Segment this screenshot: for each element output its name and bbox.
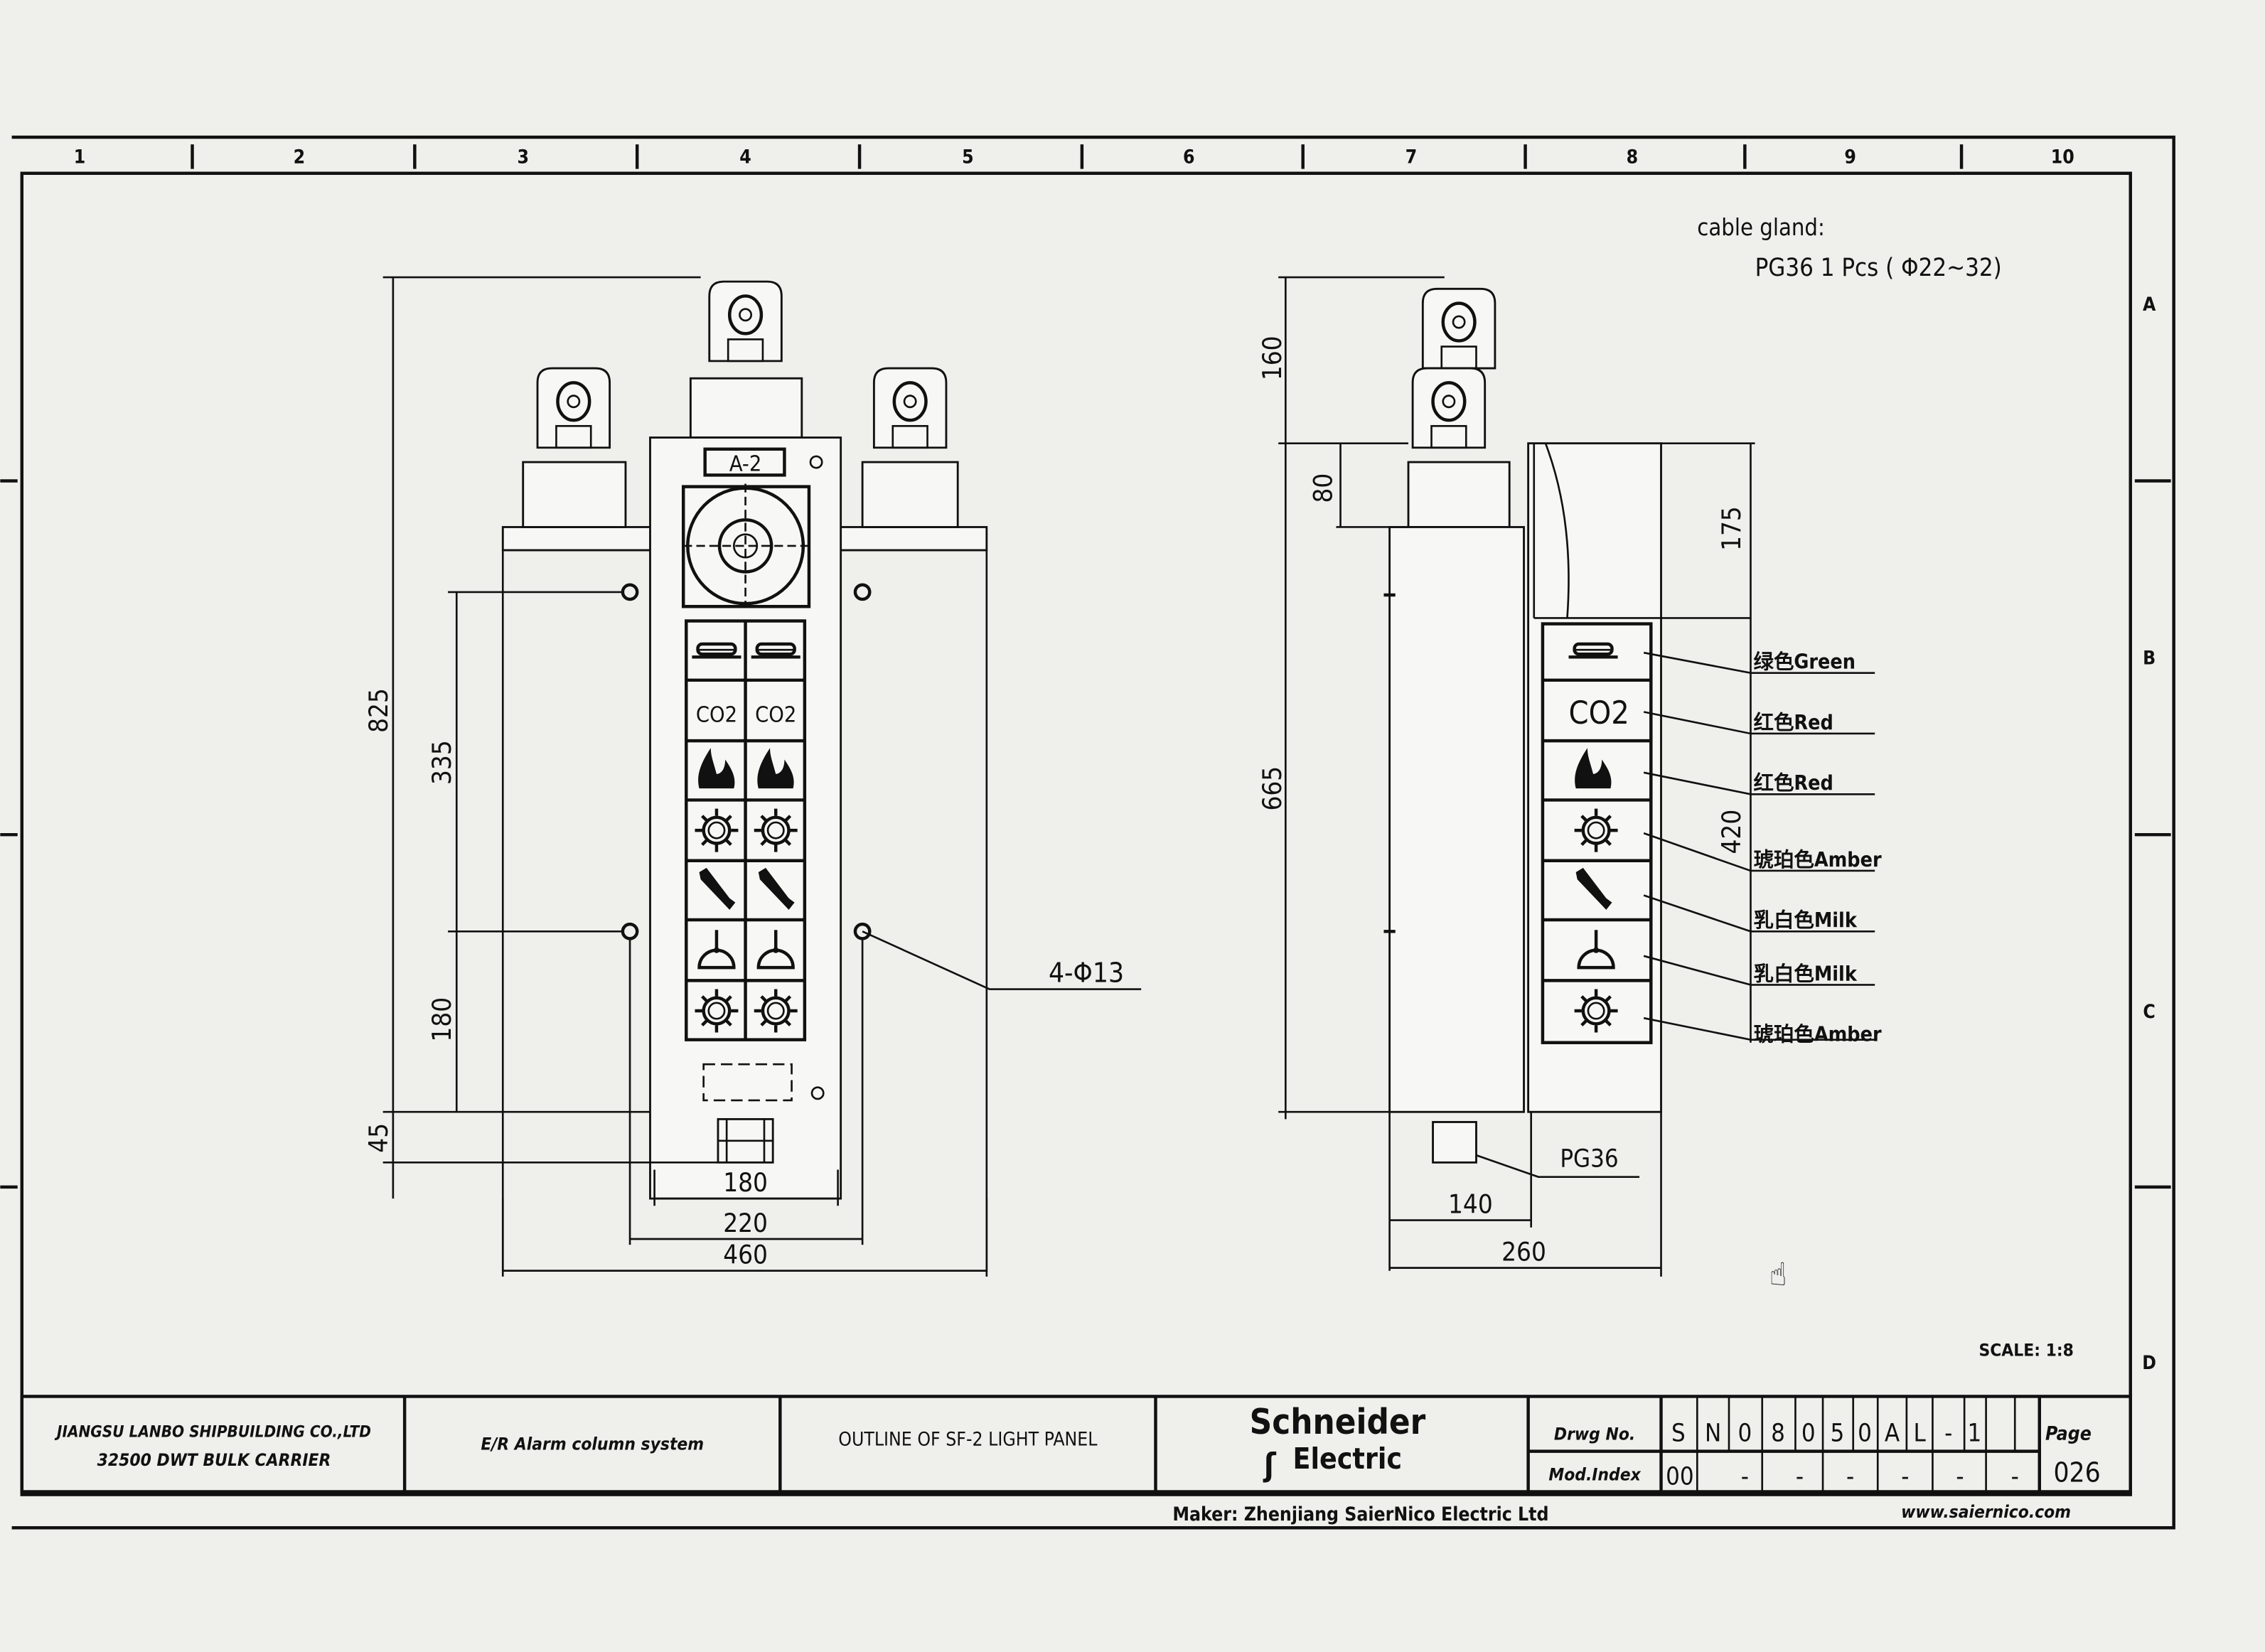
logo-glyph-icon: ʃ (1263, 1447, 1277, 1484)
gland-label: PG36 (1560, 1144, 1618, 1173)
col-3: 3 (517, 146, 529, 168)
maker: Maker: Zhenjiang SaierNico Electric Ltd (1172, 1503, 1548, 1525)
row-d: D (2142, 1352, 2156, 1374)
color-label-4: 琥珀色Amber (1754, 848, 1882, 871)
col-7: 7 (1405, 146, 1418, 168)
indicator-grid-front: CO2 CO2 (685, 619, 807, 1041)
website: www.saiernico.com (1901, 1501, 2071, 1522)
color-label-3: 红色Red (1754, 771, 1833, 795)
dim-160: 160 (1257, 336, 1287, 380)
drwg-no-label: Drwg No. (1554, 1423, 1635, 1444)
drwg-char: A (1885, 1419, 1900, 1447)
drwg-char: 8 (1771, 1419, 1785, 1447)
col-1: 1 (74, 146, 86, 168)
drwg-char: L (1914, 1419, 1927, 1447)
drwg-char: 1 (1967, 1419, 1981, 1447)
color-label-1: 绿色Green (1754, 650, 1856, 674)
side-view: CO2 160 80 665 175 420 140 260 PG36 绿色Gr… (1257, 276, 1882, 1277)
color-label-6: 乳白色Milk (1754, 962, 1858, 985)
color-label-5: 乳白色Milk (1754, 908, 1858, 932)
dim-335: 335 (427, 740, 457, 785)
row-a: A (2143, 294, 2156, 316)
hand-cursor-icon: ☝ (1769, 1256, 1787, 1293)
col-9: 9 (1844, 146, 1856, 168)
panel-tag: A-2 (729, 451, 761, 476)
vessel: 32500 DWT BULK CARRIER (97, 1449, 331, 1470)
color-label-7: 琥珀色Amber (1754, 1023, 1882, 1046)
drwg-char: 0 (1858, 1419, 1872, 1447)
shipyard: JIANGSU LANBO SHIPBUILDING CO.,LTD (54, 1422, 371, 1441)
col-10: 10 (2051, 146, 2074, 168)
system-name: E/R Alarm column system (481, 1434, 704, 1454)
indicator-color-labels: 绿色Green 红色Red 红色Red 琥珀色Amber 乳白色Milk 乳白色… (1754, 650, 1882, 1046)
logo-line-1: Schneider (1250, 1402, 1426, 1442)
column-numbers: 1 2 3 4 5 6 7 8 9 10 (74, 146, 2074, 168)
co2-label-left: CO2 (696, 703, 737, 728)
row-b: B (2143, 647, 2156, 669)
co2-label-right: CO2 (755, 703, 796, 728)
mod-cell: - (1901, 1462, 1909, 1491)
dim-80: 80 (1307, 473, 1338, 503)
sheet-frame (0, 135, 2175, 1530)
col-2: 2 (294, 146, 306, 168)
dim-460: 460 (723, 1240, 768, 1270)
front-view: A-2 CO2 CO2 825 335 180 45 180 220 460 4… (363, 276, 1142, 1277)
mod-cell: - (1741, 1462, 1749, 1491)
col-6: 6 (1183, 146, 1195, 168)
mod-cell: - (1846, 1462, 1854, 1491)
page-label: Page (2045, 1422, 2092, 1444)
logo-line-2: Electric (1292, 1442, 1402, 1476)
col-4: 4 (739, 146, 751, 168)
row-c: C (2143, 1001, 2155, 1023)
dim-220: 220 (723, 1208, 768, 1238)
dim-175: 175 (1716, 506, 1747, 551)
col-5: 5 (962, 146, 974, 168)
dim-260: 260 (1501, 1236, 1546, 1267)
drwg-char: 0 (1801, 1419, 1816, 1447)
mod-cell: - (1956, 1462, 1964, 1491)
drwg-no-cells: S N 0 8 0 5 0 A L - 1 (1671, 1419, 1981, 1447)
col-8: 8 (1627, 146, 1639, 168)
drwg-char: - (1944, 1419, 1952, 1447)
drawing-title: OUTLINE OF SF-2 LIGHT PANEL (838, 1429, 1098, 1451)
dim-180-v: 180 (427, 997, 457, 1042)
cable-gland-label: cable gland: (1697, 214, 1825, 241)
title-block: JIANGSU LANBO SHIPBUILDING CO.,LTD 32500… (20, 1395, 2132, 1525)
scale-label: SCALE: 1:8 (1978, 1340, 2073, 1361)
drwg-char: N (1705, 1419, 1721, 1447)
row-letters: A B C D (2142, 294, 2156, 1374)
drwg-char: 0 (1737, 1419, 1752, 1447)
co2-label-side: CO2 (1569, 694, 1629, 731)
dim-180-h: 180 (723, 1167, 768, 1198)
schneider-logo: Schneider ʃ Electric (1250, 1402, 1426, 1484)
cable-gland-spec: PG36 1 Pcs ( Φ22~32) (1755, 254, 2002, 282)
dim-665: 665 (1257, 766, 1287, 811)
drwg-char: 5 (1830, 1419, 1844, 1447)
dim-140: 140 (1448, 1189, 1493, 1219)
color-label-2: 红色Red (1754, 711, 1833, 734)
mod-index-label: Mod.Index (1548, 1464, 1641, 1484)
drwg-char: S (1671, 1419, 1686, 1447)
mod-index-cells: 00 - - - - - - (1666, 1462, 2019, 1491)
page-number: 026 (2053, 1457, 2100, 1489)
mod-cell: - (1796, 1462, 1804, 1491)
dim-45: 45 (363, 1123, 394, 1153)
mod-cell: 00 (1666, 1462, 1694, 1491)
dim-420: 420 (1716, 810, 1747, 854)
mod-cell: - (2011, 1462, 2019, 1491)
dim-825: 825 (363, 688, 394, 733)
holes-label: 4-Φ13 (1049, 957, 1124, 989)
